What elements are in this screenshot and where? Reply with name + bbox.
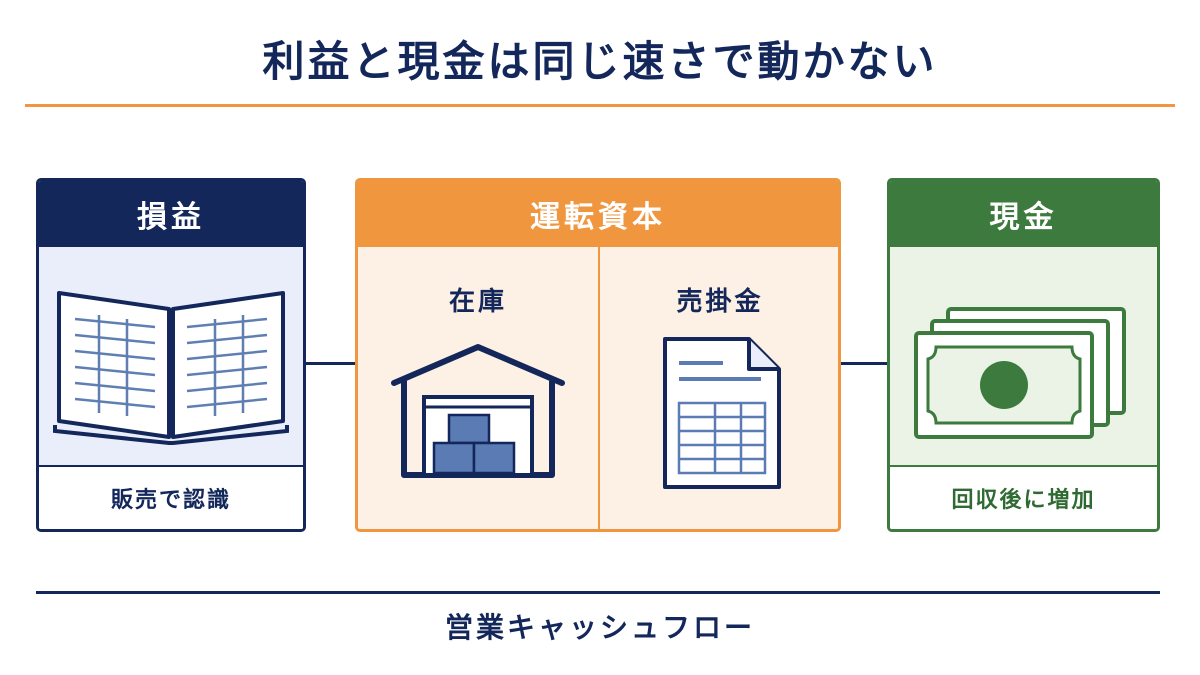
- connector-wc-to-cash: [841, 362, 887, 365]
- inventory-label: 在庫: [448, 287, 507, 317]
- profit-loss-box: 損益 販売で認識: [36, 178, 306, 532]
- page-title: 利益と現金は同じ速さで動かない: [262, 37, 938, 86]
- invoice-document-icon: [663, 337, 781, 489]
- receivables-label: 売掛金: [676, 287, 764, 317]
- flow-baseline: [36, 591, 1160, 594]
- title-underline: [25, 104, 1175, 107]
- profit-loss-header: 損益: [39, 181, 303, 247]
- cash-footer: 回収後に増加: [890, 465, 1157, 529]
- operating-cash-flow-label: 営業キャッシュフロー: [444, 611, 755, 644]
- working-capital-box: 運転資本 在庫 売掛金: [355, 178, 841, 532]
- warehouse-icon: [391, 344, 565, 478]
- working-capital-header: 運転資本: [358, 181, 838, 247]
- profit-loss-footer: 販売で認識: [39, 465, 303, 529]
- open-ledger-icon: [53, 291, 289, 445]
- connector-pl-to-wc: [306, 362, 355, 365]
- cash-header: 現金: [890, 181, 1157, 247]
- working-capital-divider: [598, 247, 600, 529]
- cash-box: 現金 回収後に増加: [887, 178, 1160, 532]
- banknotes-icon: [914, 307, 1126, 439]
